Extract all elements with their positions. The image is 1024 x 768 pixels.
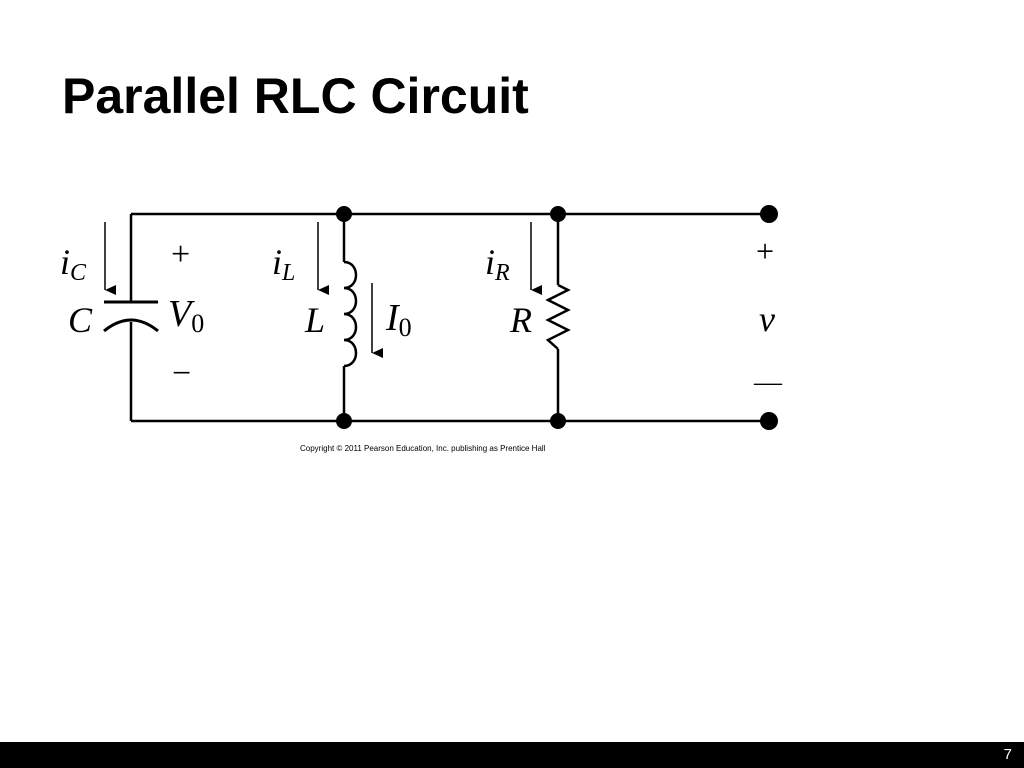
node-bottom-inductor	[336, 413, 352, 429]
capacitor-voltage-plus: +	[171, 236, 190, 273]
slide-title: Parallel RLC Circuit	[62, 68, 529, 124]
initial-current-label: I0	[385, 297, 412, 342]
terminal-top	[760, 205, 778, 223]
node-top-resistor	[550, 206, 566, 222]
inductor-label: L	[304, 300, 325, 340]
resistor-label: R	[509, 300, 532, 340]
output-voltage-plus: +	[756, 233, 774, 269]
capacitor-label: C	[68, 300, 93, 340]
copyright-notice: Copyright © 2011 Pearson Education, Inc.…	[300, 444, 546, 453]
resistor-current-label: iR	[485, 242, 510, 286]
capacitor-symbol	[103, 300, 159, 333]
current-arrows	[104, 222, 542, 358]
footer-bar: 7	[0, 742, 1024, 768]
node-top-inductor	[336, 206, 352, 222]
output-voltage-minus: —	[753, 367, 783, 398]
capacitor-voltage-label: V0	[168, 293, 204, 338]
resistor-zigzag-symbol	[545, 283, 571, 350]
node-bottom-resistor	[550, 413, 566, 429]
inductor-current-label: iL	[272, 242, 295, 286]
inductor-coil-symbol	[343, 260, 358, 368]
page-number: 7	[1003, 746, 1012, 763]
capacitor-current-label: iC	[60, 242, 87, 286]
terminal-bottom	[760, 412, 778, 430]
parallel-rlc-circuit-diagram: iC C + V0 − iL L I0 iR R + v —	[60, 205, 783, 430]
output-voltage-label: v	[759, 299, 775, 339]
nodes	[336, 205, 778, 430]
wires	[129, 212, 769, 423]
capacitor-voltage-minus: −	[172, 355, 191, 392]
